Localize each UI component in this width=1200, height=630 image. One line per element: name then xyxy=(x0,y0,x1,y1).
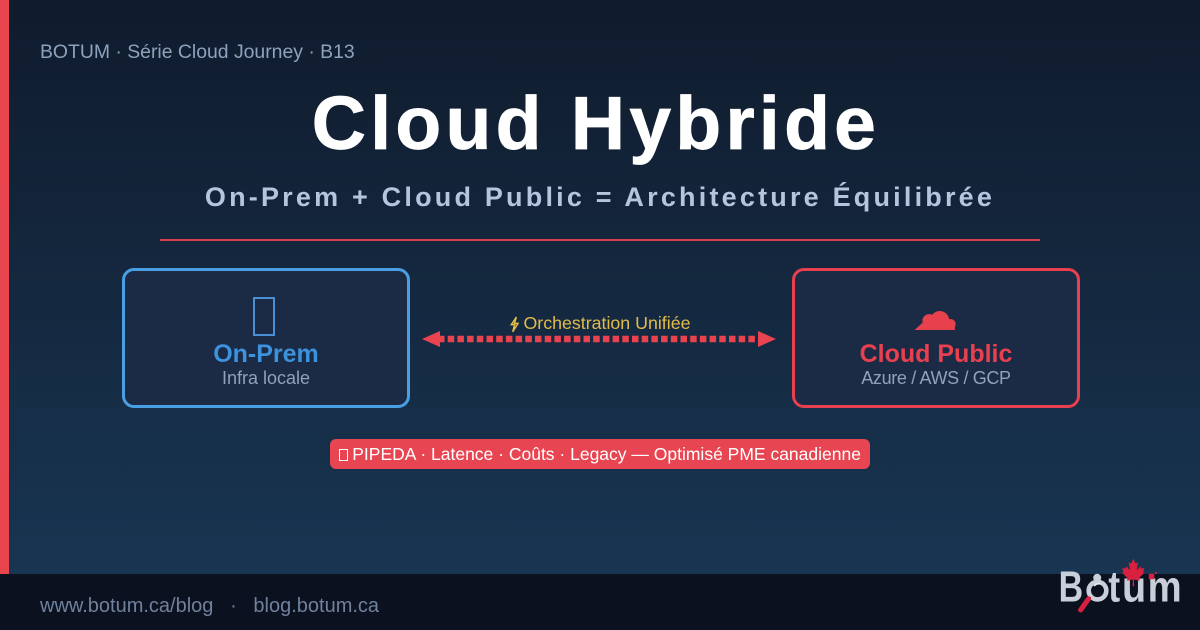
svg-text:B: B xyxy=(1059,564,1084,612)
svg-text:t: t xyxy=(1108,563,1120,611)
svg-text:m: m xyxy=(1148,562,1182,611)
